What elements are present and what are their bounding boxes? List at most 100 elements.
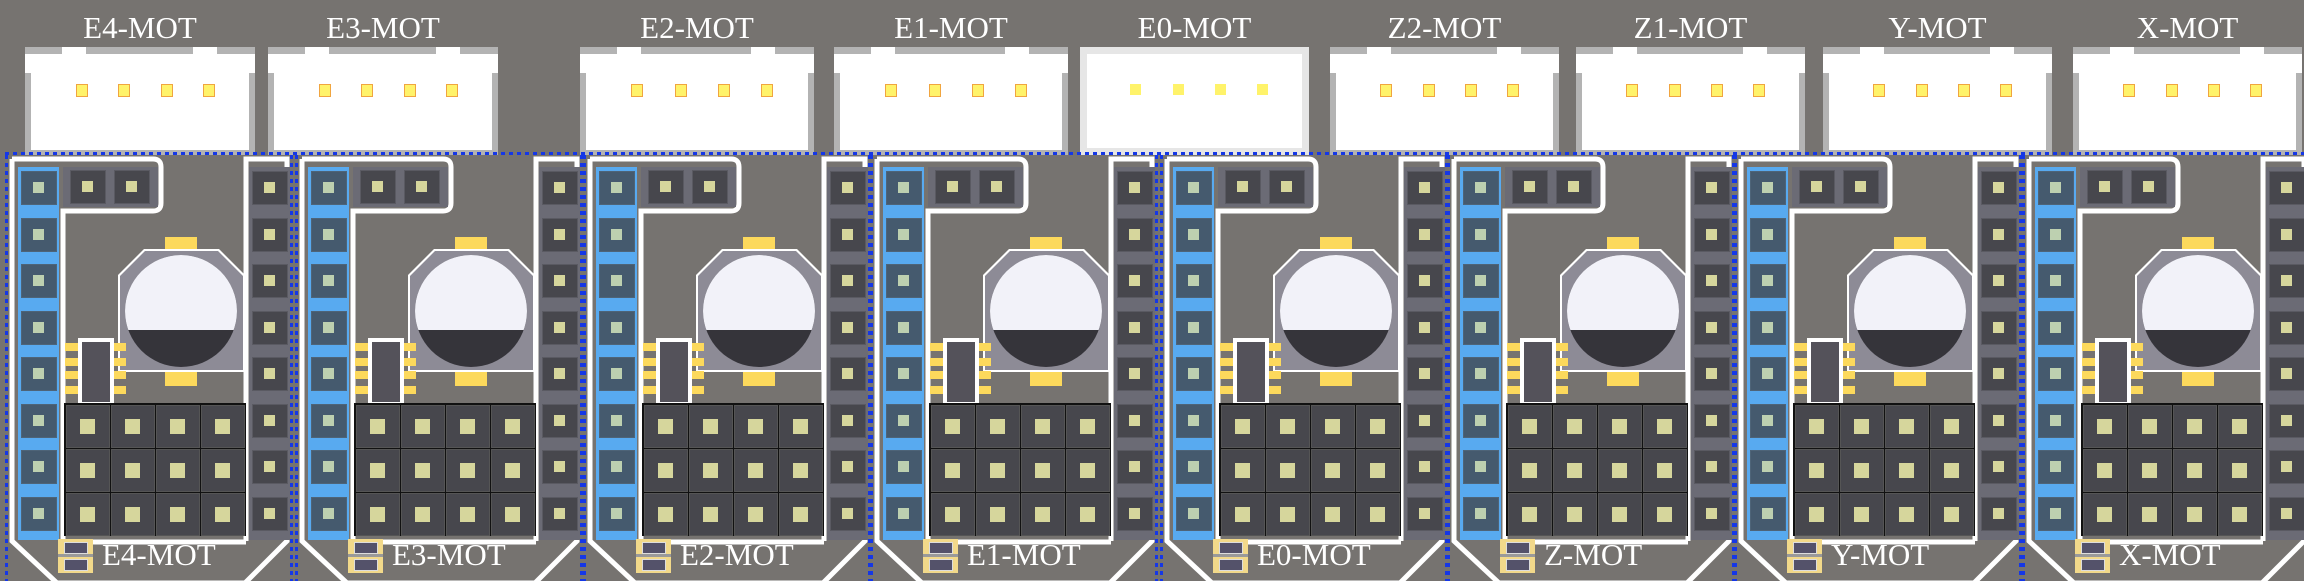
ic-lead — [930, 371, 944, 379]
connector-pin — [319, 84, 331, 97]
grid-pin — [1840, 449, 1884, 492]
header-pin — [1407, 496, 1443, 531]
header-pin — [2269, 450, 2304, 484]
header-pins-top — [928, 167, 1023, 207]
grid-pin — [156, 405, 200, 448]
motor-connector[interactable] — [268, 47, 498, 155]
connector-latch-notch — [1743, 47, 1767, 55]
capacitor-pad — [743, 237, 775, 251]
header-pin — [1750, 217, 1786, 252]
ic-lead — [1507, 371, 1521, 379]
grid-pin — [1795, 405, 1839, 448]
connector-label: E0-MOT — [1137, 10, 1252, 45]
motor-connector[interactable] — [2073, 47, 2302, 155]
grid-pin — [1066, 405, 1110, 448]
stepper-driver-module[interactable]: X-MOT — [2022, 155, 2304, 581]
header-pin — [2269, 217, 2304, 252]
stepper-driver-module[interactable]: E4-MOT — [5, 155, 293, 581]
header-pin — [1694, 450, 1730, 484]
header-pin — [886, 264, 922, 298]
ic-lead — [2082, 358, 2096, 366]
grid-pin — [66, 493, 110, 536]
header-pin — [1176, 310, 1212, 345]
ic-lead — [1220, 386, 1234, 394]
header-pin — [1117, 403, 1153, 438]
grid-pin — [1021, 449, 1065, 492]
capacitor-pad — [455, 372, 487, 386]
ic-lead — [1554, 371, 1568, 379]
header-pin — [1463, 171, 1499, 205]
capacitor-icon — [1567, 255, 1679, 367]
header-pin — [1117, 496, 1153, 531]
connector-pin — [76, 84, 88, 97]
module-label: E2-MOT — [680, 537, 794, 572]
motor-connector[interactable] — [1576, 47, 1805, 155]
stepper-driver-module[interactable]: E2-MOT — [583, 155, 871, 581]
ic-chip — [943, 338, 979, 406]
connector-wall — [25, 73, 31, 150]
ic-lead — [2082, 371, 2096, 379]
header-pin — [21, 357, 57, 391]
motor-connector[interactable] — [25, 47, 255, 155]
grid-pin — [111, 405, 155, 448]
header-pin — [1463, 403, 1499, 438]
grid-pin — [1795, 449, 1839, 492]
selection-outline-left — [1734, 155, 1737, 581]
header-pin — [1176, 171, 1212, 205]
ic-lead — [690, 386, 704, 394]
selection-outline-right — [1445, 155, 1448, 581]
stepper-driver-module[interactable]: E3-MOT — [295, 155, 583, 581]
connector-pin — [1015, 84, 1027, 97]
grid-pin — [356, 493, 400, 536]
capacitor-icon — [2142, 255, 2254, 367]
motor-connector[interactable] — [1330, 47, 1559, 155]
connector-wall — [834, 73, 840, 150]
grid-pin — [356, 405, 400, 448]
header-pins-left — [1460, 167, 1501, 540]
connector-pin — [1916, 84, 1928, 97]
header-pin — [2038, 310, 2074, 345]
ic-chip — [656, 338, 692, 406]
ic-lead — [643, 358, 657, 366]
grid-pin — [1930, 405, 1974, 448]
motor-connector[interactable] — [1823, 47, 2052, 155]
header-pin — [1117, 450, 1153, 484]
grid-pin — [2218, 405, 2262, 448]
grid-pin — [1066, 493, 1110, 536]
header-pin — [2038, 403, 2074, 438]
ic-lead — [355, 358, 369, 366]
grid-pin — [1598, 449, 1642, 492]
connector-pin — [2208, 84, 2220, 97]
grid-pin — [156, 493, 200, 536]
ic-lead — [1267, 386, 1281, 394]
stepper-driver-module[interactable]: E1-MOT — [870, 155, 1158, 581]
capacitor-pad — [1030, 237, 1062, 251]
header-pin — [2269, 171, 2304, 205]
stepper-driver-module[interactable]: Y-MOT — [1734, 155, 2022, 581]
grid-pin — [2173, 493, 2217, 536]
connector-wall — [808, 73, 814, 150]
connector-pin — [1669, 84, 1681, 97]
resistor-pair-icon — [1213, 539, 1248, 573]
header-pin — [1463, 217, 1499, 252]
header-pin — [2269, 310, 2304, 345]
header-pin — [1750, 496, 1786, 531]
stepper-driver-module[interactable]: E0-MOT — [1160, 155, 1448, 581]
motor-connector[interactable] — [580, 47, 814, 155]
ic-chip — [2095, 338, 2131, 406]
ic-lead — [1554, 343, 1568, 351]
header-pins-top — [1505, 167, 1600, 207]
grid-pin — [201, 405, 245, 448]
ic-chip — [78, 338, 114, 406]
selection-outline-top — [5, 152, 2304, 155]
capacitor-pad — [1894, 237, 1926, 251]
stepper-driver-module[interactable]: Z-MOT — [1447, 155, 1735, 581]
module-outline — [1738, 156, 2019, 581]
header-pin — [1117, 264, 1153, 298]
header-pin — [1407, 357, 1443, 391]
motor-connector[interactable] — [834, 47, 1068, 155]
connector-pin — [929, 84, 941, 97]
motor-connector[interactable] — [1080, 47, 1309, 155]
connector-latch-notch — [1613, 47, 1637, 55]
header-pins-left — [1747, 167, 1788, 540]
